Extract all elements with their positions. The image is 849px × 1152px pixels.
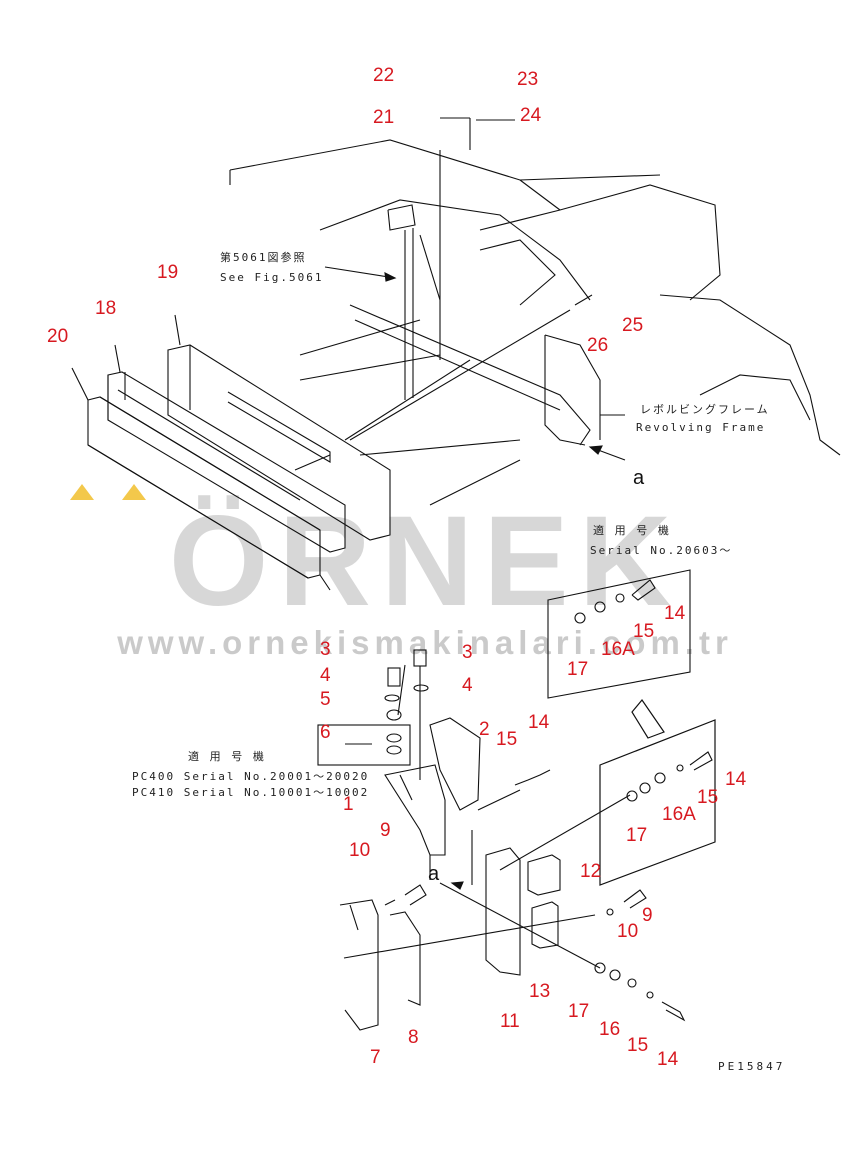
callout-6: 6 bbox=[320, 722, 331, 743]
callout-7: 7 bbox=[370, 1047, 381, 1068]
watermark-brand: ÖRNEK bbox=[168, 490, 682, 633]
callout-14-inset: 14 bbox=[664, 603, 686, 624]
callout-9-right: 9 bbox=[642, 905, 653, 926]
callout-1: 1 bbox=[343, 794, 354, 815]
lower-assembly-drawing bbox=[317, 649, 716, 1031]
callout-24: 24 bbox=[520, 105, 542, 126]
callout-23: 23 bbox=[517, 69, 539, 90]
callout-17-right: 17 bbox=[626, 825, 648, 846]
callout-16a-right: 16A bbox=[662, 804, 696, 825]
watermark-accent-mark bbox=[70, 484, 146, 500]
callout-17-bottom: 17 bbox=[568, 1001, 590, 1022]
callout-11: 11 bbox=[500, 1011, 520, 1032]
callout-20: 20 bbox=[47, 326, 69, 347]
callout-14-mid: 14 bbox=[528, 712, 550, 733]
callout-21: 21 bbox=[373, 107, 395, 128]
view-ref-a-bottom: a bbox=[428, 863, 440, 885]
frame-label-en: Revolving Frame bbox=[636, 421, 766, 434]
callout-3-left: 3 bbox=[320, 639, 331, 660]
callout-9-left: 9 bbox=[380, 820, 391, 841]
inset-box bbox=[547, 569, 691, 739]
serial-pc400: PC400 Serial No.20001～20020 bbox=[132, 770, 370, 783]
callout-10-left: 10 bbox=[349, 840, 371, 861]
callout-14-right: 14 bbox=[725, 769, 747, 790]
callout-10-right: 10 bbox=[617, 921, 639, 942]
callout-14-bottom: 14 bbox=[657, 1049, 679, 1070]
callout-5: 5 bbox=[320, 689, 331, 710]
serial-heading-inset: 適 用 号 機 bbox=[593, 524, 671, 537]
callout-3-right: 3 bbox=[462, 642, 473, 663]
callout-17-inset: 17 bbox=[567, 659, 589, 680]
callout-15-inset: 15 bbox=[633, 621, 655, 642]
callout-15-right: 15 bbox=[697, 787, 719, 808]
callout-16a-inset: 16A bbox=[601, 639, 635, 660]
cover-panels-drawing bbox=[71, 314, 391, 591]
callout-4-right: 4 bbox=[462, 675, 473, 696]
fig-ref-jp: 第5061図参照 bbox=[220, 251, 307, 264]
callout-26: 26 bbox=[587, 335, 609, 356]
drawing-code: PE15847 bbox=[718, 1060, 786, 1073]
callout-15-mid: 15 bbox=[496, 729, 518, 750]
callout-12: 12 bbox=[580, 861, 602, 882]
callout-13: 13 bbox=[529, 981, 551, 1002]
callout-19: 19 bbox=[157, 262, 179, 283]
view-ref-a-top: a bbox=[633, 467, 645, 489]
callout-18: 18 bbox=[95, 298, 117, 319]
callout-2: 2 bbox=[479, 719, 490, 740]
revolving-frame-drawing bbox=[229, 117, 841, 506]
callout-16-bottom: 16 bbox=[599, 1019, 621, 1040]
serial-pc410: PC410 Serial No.10001～10002 bbox=[132, 786, 370, 799]
callout-25: 25 bbox=[622, 315, 644, 336]
callout-22: 22 bbox=[373, 65, 395, 86]
frame-label-jp: レボルビングフレーム bbox=[640, 403, 770, 416]
serial-heading-main: 適 用 号 機 bbox=[188, 750, 266, 763]
callout-8: 8 bbox=[408, 1027, 419, 1048]
serial-inset: Serial No.20603～ bbox=[590, 544, 733, 557]
callout-15-bottom: 15 bbox=[627, 1035, 649, 1056]
callout-4-left: 4 bbox=[320, 665, 331, 686]
fig-ref-en: See Fig.5061 bbox=[220, 271, 324, 284]
watermark-url: www.ornekismakinalari.com.tr bbox=[117, 624, 733, 661]
